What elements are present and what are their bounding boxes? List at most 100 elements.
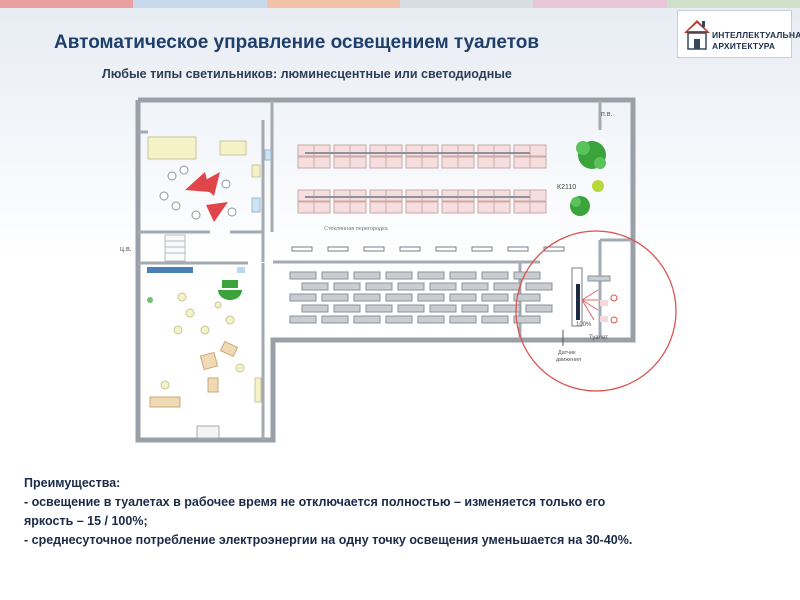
page-title: Автоматическое управление освещением туа… xyxy=(54,32,540,53)
workshop-luminaire xyxy=(385,271,413,280)
house-logo-icon xyxy=(684,20,710,50)
workshop-luminaires xyxy=(289,271,553,324)
workshop-luminaire xyxy=(333,304,361,313)
walls xyxy=(135,97,636,443)
advantages-block: Преимущества: - освещение в туалетах в р… xyxy=(24,474,794,550)
workshop-luminaire xyxy=(525,282,553,291)
workshop-luminaire xyxy=(397,282,425,291)
workshop-luminaire xyxy=(397,304,425,313)
corridor-light xyxy=(327,246,349,252)
advantages-heading: Преимущества: xyxy=(24,476,121,490)
workshop-luminaire xyxy=(417,315,445,324)
workshop-luminaire xyxy=(417,293,445,302)
room-code-label: К2110 xyxy=(557,184,576,191)
workshop-luminaire xyxy=(333,282,361,291)
stripe xyxy=(666,0,800,8)
desk-group xyxy=(441,144,475,169)
corridor-light xyxy=(399,246,421,252)
desk-group xyxy=(405,189,439,214)
workshop-luminaire xyxy=(385,315,413,324)
stripe xyxy=(266,0,400,8)
workshop-luminaire xyxy=(417,271,445,280)
workshop-luminaire xyxy=(321,315,349,324)
advantage-line-3: - среднесуточное потребление электроэнер… xyxy=(24,533,633,547)
glass-partition-label: Стеклянная перегородка xyxy=(324,226,389,232)
workshop-luminaire xyxy=(449,271,477,280)
workshop-luminaire xyxy=(461,282,489,291)
workshop-luminaire xyxy=(429,282,457,291)
workshop-luminaire xyxy=(321,271,349,280)
corridor-light xyxy=(507,246,529,252)
brightness-label: 100% xyxy=(576,322,592,328)
corridor-light xyxy=(363,246,385,252)
desk-group xyxy=(333,189,367,214)
workshop-luminaire xyxy=(321,293,349,302)
pv-label: п.в. xyxy=(601,111,612,118)
workshop-luminaire xyxy=(353,271,381,280)
desk-group xyxy=(441,189,475,214)
workshop-luminaire xyxy=(493,282,521,291)
toilet-room xyxy=(571,267,618,327)
corridor-light xyxy=(471,246,493,252)
office-desks xyxy=(297,144,547,214)
workshop-luminaire xyxy=(493,304,521,313)
page-subtitle: Любые типы светильников: люминесцентные … xyxy=(102,67,512,81)
workshop-luminaire xyxy=(481,293,509,302)
office-luminaires xyxy=(305,152,530,198)
advantage-line-2: яркость – 15 / 100%; xyxy=(24,514,148,528)
workshop-luminaire xyxy=(301,304,329,313)
toilet-label: Туалет xyxy=(589,335,608,341)
desk-group xyxy=(513,144,547,169)
workshop-luminaire xyxy=(289,315,317,324)
lounge-furniture xyxy=(147,267,262,439)
motion-sensor-rays xyxy=(581,289,599,321)
workshop-luminaire xyxy=(301,282,329,291)
workshop-luminaire xyxy=(353,293,381,302)
stripe xyxy=(399,0,534,8)
workshop-luminaire xyxy=(513,271,541,280)
workshop-luminaire xyxy=(365,282,393,291)
toilet-highlight-circle xyxy=(515,230,677,392)
workshop-luminaire xyxy=(449,315,477,324)
advantage-line-1: - освещение в туалетах в рабочее время н… xyxy=(24,495,606,509)
sensor-label-line2: движения xyxy=(556,357,581,363)
desk-group xyxy=(333,144,367,169)
stripe xyxy=(0,0,134,8)
company-logo: ИНТЕЛЛЕКТУАЛЬНАЯ АРХИТЕКТУРА xyxy=(677,10,800,58)
workshop-luminaire xyxy=(385,293,413,302)
workshop-luminaire xyxy=(481,315,509,324)
desk-group xyxy=(477,144,511,169)
desk-group xyxy=(369,144,403,169)
desk-group xyxy=(369,189,403,214)
workshop-luminaire xyxy=(365,304,393,313)
workshop-luminaire xyxy=(353,315,381,324)
corridor-light xyxy=(291,246,313,252)
workshop-luminaire xyxy=(513,293,541,302)
desk-group xyxy=(405,144,439,169)
workshop-luminaire xyxy=(481,271,509,280)
desk-group xyxy=(297,144,331,169)
stripe xyxy=(133,0,267,8)
workshop-luminaire xyxy=(289,293,317,302)
cv-label: ц.в. xyxy=(120,246,132,253)
sensor-label-line1: Датчик xyxy=(558,350,576,356)
logo-text-line1: ИНТЕЛЛЕКТУАЛЬНАЯ xyxy=(712,30,800,40)
desk-group xyxy=(297,189,331,214)
meeting-room-tables xyxy=(147,136,272,222)
workshop-luminaire xyxy=(461,304,489,313)
workshop-luminaire xyxy=(289,271,317,280)
desk-group xyxy=(477,189,511,214)
workshop-luminaire xyxy=(449,293,477,302)
corridor-light xyxy=(435,246,457,252)
desk-group xyxy=(513,189,547,214)
stripe xyxy=(533,0,667,8)
workshop-luminaire xyxy=(513,315,541,324)
workshop-luminaire xyxy=(525,304,553,313)
corridor-lights xyxy=(291,246,565,252)
top-color-stripes xyxy=(0,0,800,8)
stairs xyxy=(164,234,186,262)
workshop-luminaire xyxy=(429,304,457,313)
corridor-light xyxy=(543,246,565,252)
plants xyxy=(570,141,606,216)
